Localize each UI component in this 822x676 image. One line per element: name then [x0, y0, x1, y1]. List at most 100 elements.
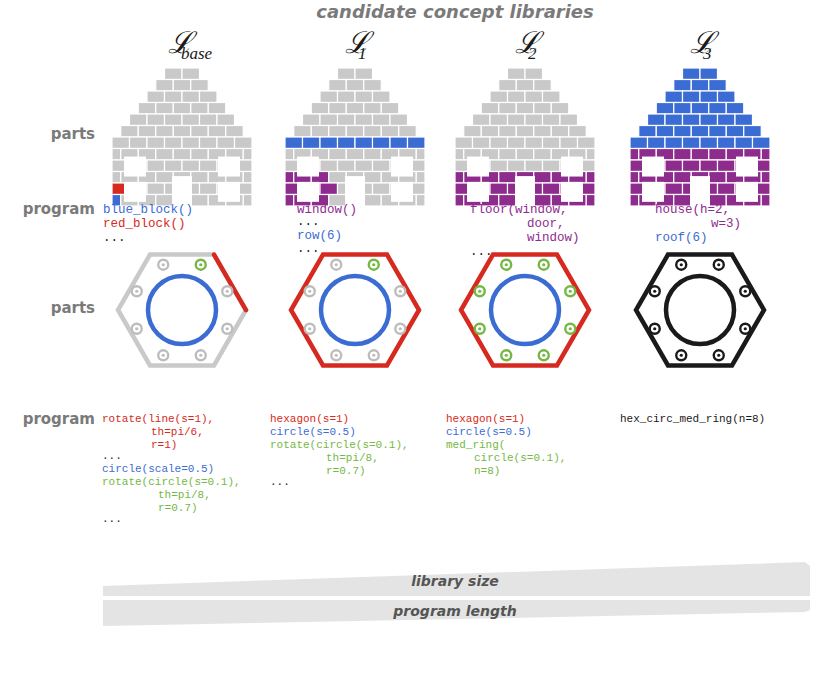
brick — [709, 80, 727, 92]
program-line: r=1) — [151, 439, 177, 452]
brick — [320, 183, 338, 195]
small-ring — [395, 324, 405, 334]
brick — [674, 103, 692, 115]
ring-dot — [717, 263, 720, 266]
brick — [399, 126, 417, 138]
brick — [718, 114, 736, 126]
hexagon — [461, 255, 589, 366]
brick — [364, 172, 382, 184]
brick — [364, 149, 382, 161]
brick — [156, 172, 174, 184]
brick — [691, 126, 709, 138]
library-subscript: base — [181, 44, 212, 64]
brick — [490, 183, 508, 195]
brick — [156, 149, 174, 161]
brick — [364, 80, 382, 92]
hexagon — [291, 255, 419, 366]
ring-dot — [399, 327, 402, 330]
small-ring — [676, 350, 686, 360]
brick — [525, 160, 543, 172]
library-subscript: 2 — [528, 44, 537, 64]
brick — [338, 137, 356, 149]
ring-dot — [135, 290, 138, 293]
row-label: program — [23, 201, 95, 218]
brick — [508, 91, 526, 103]
brick — [338, 160, 356, 172]
brick — [191, 126, 209, 138]
brick — [165, 91, 183, 103]
small-ring — [305, 286, 315, 296]
ring-dot — [162, 263, 165, 266]
figure-title: candidate concept libraries — [316, 2, 594, 23]
brick — [525, 91, 543, 103]
brick — [217, 137, 235, 149]
brick — [346, 103, 364, 115]
brick — [355, 68, 373, 80]
brick — [709, 149, 727, 161]
brick — [208, 103, 226, 115]
program-line: floor(window, — [470, 203, 568, 217]
brick — [138, 103, 156, 115]
circle — [491, 276, 559, 344]
small-ring — [132, 324, 142, 334]
brick — [112, 149, 121, 161]
brick — [303, 114, 321, 126]
ring-dot — [505, 263, 508, 266]
brick — [285, 137, 303, 149]
ring-dot — [399, 290, 402, 293]
program-line: window) — [527, 231, 580, 245]
brick — [200, 114, 218, 126]
brick — [709, 172, 727, 184]
brick — [586, 172, 595, 184]
hexagon — [636, 255, 764, 366]
ring-dot — [653, 290, 656, 293]
window-hole — [642, 182, 664, 202]
ring-dot — [542, 354, 545, 357]
window-hole — [561, 182, 583, 202]
brick — [338, 68, 356, 80]
brick — [329, 126, 347, 138]
brick — [656, 126, 674, 138]
brick — [525, 114, 543, 126]
circle — [321, 276, 389, 344]
brick — [630, 149, 639, 161]
brick — [373, 137, 391, 149]
ring-dot — [478, 290, 481, 293]
brick — [355, 160, 373, 172]
brick — [499, 80, 517, 92]
small-ring — [565, 286, 575, 296]
program-line: th=pi/8, — [326, 452, 379, 465]
brick — [709, 103, 727, 115]
brick — [718, 91, 736, 103]
brick — [700, 91, 718, 103]
brick — [311, 126, 329, 138]
circle — [666, 276, 734, 344]
small-ring — [158, 260, 168, 270]
brick — [182, 91, 200, 103]
brick — [718, 160, 736, 172]
brick — [516, 126, 534, 138]
brick — [499, 172, 517, 184]
window-hole — [515, 176, 535, 206]
brick — [656, 103, 674, 115]
row-label: program — [23, 411, 95, 428]
ring-dot — [226, 290, 229, 293]
brick — [700, 68, 718, 80]
window-hole — [391, 157, 413, 177]
brick — [416, 195, 425, 207]
program-line: r=0.7) — [326, 465, 366, 478]
brick — [200, 160, 218, 172]
small-ring — [539, 260, 549, 270]
program-line: r=0.7) — [158, 502, 198, 515]
small-ring — [475, 286, 485, 296]
brick — [390, 137, 408, 149]
brick — [525, 68, 543, 80]
brick — [226, 126, 244, 138]
brick — [481, 103, 499, 115]
brick — [147, 114, 165, 126]
program-line: circle(s=0.1), — [474, 452, 566, 465]
program-line: circle(scale=0.5) — [102, 463, 214, 476]
brick — [191, 172, 209, 184]
small-ring — [650, 324, 660, 334]
brick — [586, 149, 595, 161]
